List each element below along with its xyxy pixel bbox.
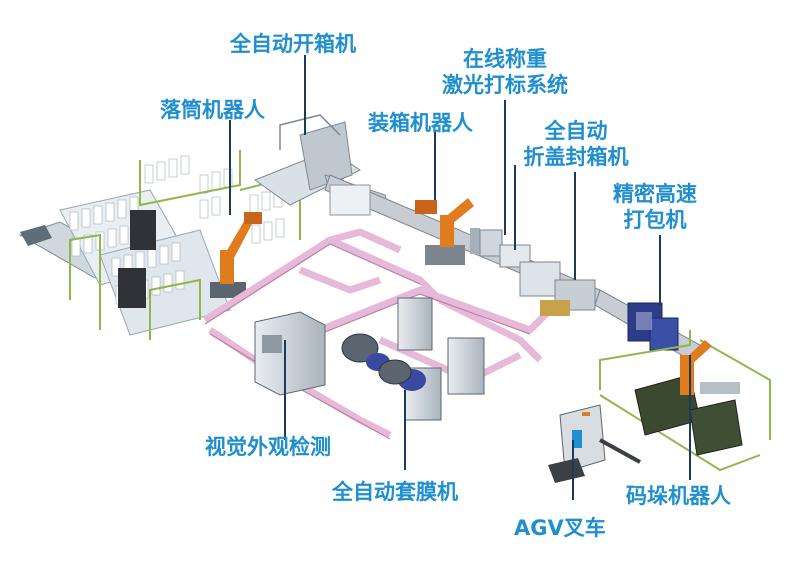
strapping-machine: [627, 302, 679, 351]
label-fold-seal: 全自动 折盖封箱机: [506, 118, 646, 170]
label-weigh-marking-line2: 激光打标系统: [442, 73, 568, 97]
label-strapper-line2: 打包机: [623, 208, 687, 232]
label-packing-robot: 装箱机器人: [368, 111, 473, 135]
label-strapper: 精密高速 打包机: [600, 181, 710, 233]
label-film-wrapper: 全自动套膜机: [332, 480, 458, 504]
label-weigh-marking-line1: 在线称重: [463, 47, 547, 71]
label-doffing-robot: 落筒机器人: [160, 98, 265, 122]
label-fold-seal-line1: 全自动: [544, 119, 608, 143]
agv-forklift: [548, 404, 641, 483]
label-fold-seal-line2: 折盖封箱机: [523, 145, 629, 169]
label-strapper-line1: 精密高速: [613, 182, 697, 206]
label-box-opener: 全自动开箱机: [230, 32, 356, 56]
label-weigh-marking: 在线称重 激光打标系统: [420, 46, 590, 98]
label-vision-inspection: 视觉外观检测: [205, 435, 331, 459]
doffing-robot: [210, 212, 262, 298]
yarn-creel-area: [18, 150, 301, 340]
weighing-marking-station: [479, 229, 531, 268]
label-agv-forklift: AGV叉车: [514, 516, 606, 540]
fold-seal-machine: [519, 261, 596, 316]
leader-lines: [229, 55, 691, 500]
vision-inspection-station: [254, 311, 326, 396]
label-palletizing-robot: 码垛机器人: [626, 484, 731, 508]
packing-robot: [415, 198, 480, 265]
